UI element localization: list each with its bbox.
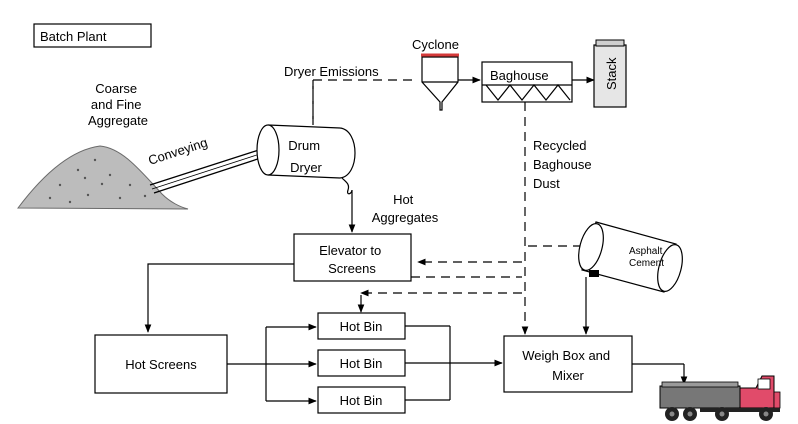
dryer-emissions-label: Dryer Emissions (284, 64, 379, 79)
recycled-dust-label: Recycled Baghouse Dust (533, 138, 595, 191)
hot-bin-2-label: Hot Bin (340, 356, 383, 371)
title-box: Batch Plant (33, 23, 152, 48)
hot-bin-1-label: Hot Bin (340, 319, 383, 334)
hot-bin-2 (317, 349, 406, 377)
baghouse-label: Baghouse (490, 68, 549, 83)
drum-dryer-label: Drum Dryer (288, 138, 323, 175)
hot-bin-3 (317, 386, 406, 414)
dryer-emissions-line (312, 79, 414, 125)
aggregate-label: Coarse and Fine Aggregate (88, 81, 148, 128)
dump-truck (659, 375, 781, 421)
weigh-box-label: Weigh Box and Mixer (522, 348, 614, 383)
asphalt-cement-label: Asphalt Cement (629, 246, 665, 269)
asphalt-cement-tank (578, 221, 683, 293)
hot-aggregates-label: Hot Aggregates (372, 192, 439, 225)
drum-dryer (256, 124, 356, 195)
weigh-box (503, 335, 633, 393)
elevator-label: Elevator to Screens (319, 243, 385, 276)
hot-screens-label: Hot Screens (125, 357, 197, 372)
stack-label: Stack (604, 57, 619, 90)
cyclone (421, 53, 459, 111)
elevator-box (293, 233, 412, 282)
elevator-to-screens-arrow (144, 263, 294, 333)
conveyor (149, 146, 271, 194)
stack (593, 39, 627, 108)
hot-bin-3-label: Hot Bin (340, 393, 383, 408)
baghouse (481, 61, 573, 103)
cyclone-label: Cyclone (412, 37, 459, 52)
aggregate-pile (17, 145, 189, 210)
diagram-title: Batch Plant (40, 29, 107, 44)
conveying-label: Conveying (146, 135, 209, 168)
hot-bin-1 (317, 312, 406, 340)
hot-screens-box (94, 334, 228, 394)
